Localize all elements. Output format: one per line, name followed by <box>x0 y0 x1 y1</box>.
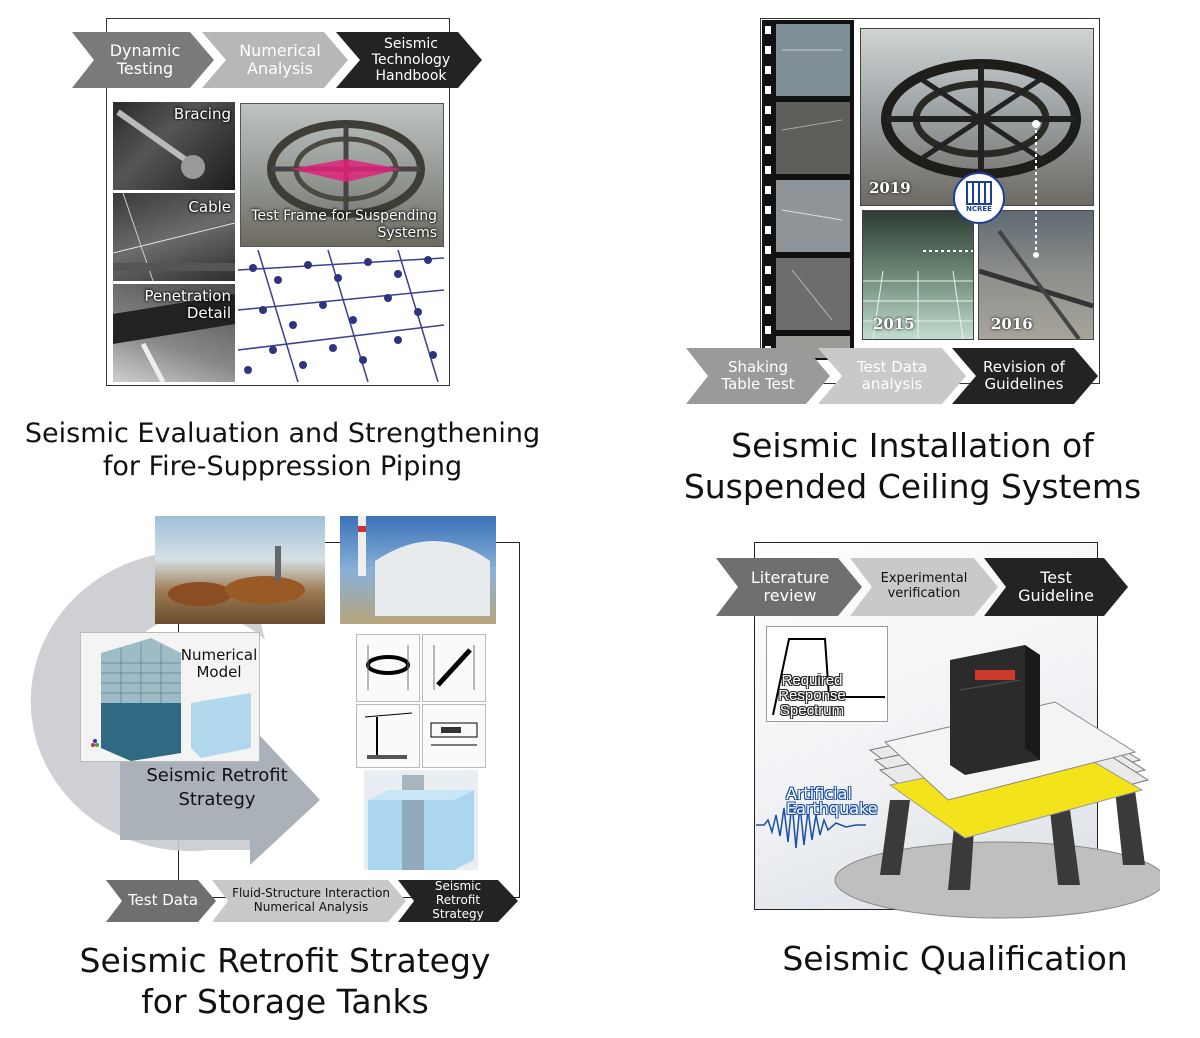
qualification-chevrons <box>716 558 1128 616</box>
piping-caption: Seismic Evaluation and Strengthening for… <box>0 417 565 483</box>
quake-label: Artificial Earthquake <box>786 784 878 818</box>
qualification-step-2: Experimental verification <box>880 571 968 601</box>
piping-chevrons <box>72 32 482 88</box>
ceiling-step-3: Revision of Guidelines <box>983 357 1065 393</box>
tank-fem-model: Numerical Model <box>80 632 260 762</box>
tank-sketch-4 <box>422 704 486 768</box>
retrofit-strategy-arrow-label: Seismic Retrofit Strategy <box>146 765 288 810</box>
ceiling-step-1: Shaking Table Test <box>721 357 795 393</box>
piping-step-1: Dynamic Testing <box>109 40 181 78</box>
tanks-caption-line2: for Storage Tanks <box>141 982 429 1021</box>
penetration-label: Penetration Detail <box>144 287 231 322</box>
piping-caption-line1: Seismic Evaluation and Strengthening <box>24 418 541 449</box>
tanks-step-2: Fluid-Structure Interaction Numerical An… <box>232 886 390 914</box>
qualification-step-1: Literature review <box>750 567 830 605</box>
ncree-logo-text: NCREE <box>966 205 992 213</box>
tanks-caption: Seismic Retrofit Strategy for Storage Ta… <box>30 940 540 1022</box>
ceiling-caption-line1: Seismic Installation of <box>731 426 1094 465</box>
piping-step-2: Numerical Analysis <box>239 40 321 78</box>
shaking-table-illustration <box>834 645 1160 919</box>
ceiling-photo-2015: 2015 <box>862 210 974 340</box>
piping-step-3: Seismic Technology Handbook <box>371 35 451 85</box>
spectrum-label: Required Response Spectrum <box>778 672 846 719</box>
tanks-chevrons <box>106 880 518 922</box>
tank-sketch-3 <box>356 704 420 768</box>
qualification-caption: Seismic Qualification <box>782 939 1128 978</box>
bracing-label: Bracing <box>173 105 231 123</box>
piping-caption-line2: for Fire-Suppression Piping <box>102 451 463 482</box>
tanks-steps: Test Data Fluid-Structure Interaction Nu… <box>106 878 518 924</box>
qualification-steps: Literature review Experimental verificat… <box>716 556 1128 618</box>
cable-photo: Cable <box>113 193 235 281</box>
ceiling-steps: Shaking Table Test Test Data analysis Re… <box>686 346 1098 406</box>
damaged-tanks-photo <box>155 516 325 624</box>
ceiling-caption: Seismic Installation of Suspended Ceilin… <box>650 425 1175 507</box>
year-2015: 2015 <box>873 315 915 333</box>
ceiling-step-2: Test Data analysis <box>856 357 928 393</box>
cable-label: Cable <box>188 198 231 216</box>
tank-sketch-1 <box>356 634 420 702</box>
piping-steps: Dynamic Testing Numerical Analysis Seism… <box>72 30 482 90</box>
ceiling-caption-line2: Suspended Ceiling Systems <box>683 467 1142 506</box>
ncree-logo: NCREE <box>953 172 1005 224</box>
tanks-caption-line1: Seismic Retrofit Strategy <box>79 941 491 980</box>
film-strip <box>762 20 854 360</box>
year-2016: 2016 <box>991 315 1033 333</box>
earthquake-waveform <box>756 801 866 849</box>
ceiling-chevrons <box>686 348 1098 404</box>
ceiling-photo-2016: 2016 <box>978 210 1094 340</box>
numerical-model-label: Numerical Model <box>180 646 258 681</box>
test-frame-photo: Test Frame for Suspending Systems <box>240 103 444 247</box>
qualification-step-3: Test Guideline <box>1018 567 1094 605</box>
tanks-step-3: Seismic Retrofit Strategy <box>432 879 484 921</box>
tank-fluid-model <box>364 770 478 870</box>
test-frame-label: Test Frame for Suspending Systems <box>251 208 437 241</box>
penetration-photo: Penetration Detail <box>113 284 235 382</box>
tanks-step-1: Test Data <box>127 891 199 910</box>
covered-tank-photo <box>340 516 496 624</box>
pipe-numerical-model <box>238 250 444 382</box>
spectrum-box: Required Response Spectrum <box>766 626 888 722</box>
year-2019: 2019 <box>869 179 911 197</box>
tank-sketch-2 <box>422 634 486 702</box>
bracing-photo: Bracing <box>113 102 235 190</box>
